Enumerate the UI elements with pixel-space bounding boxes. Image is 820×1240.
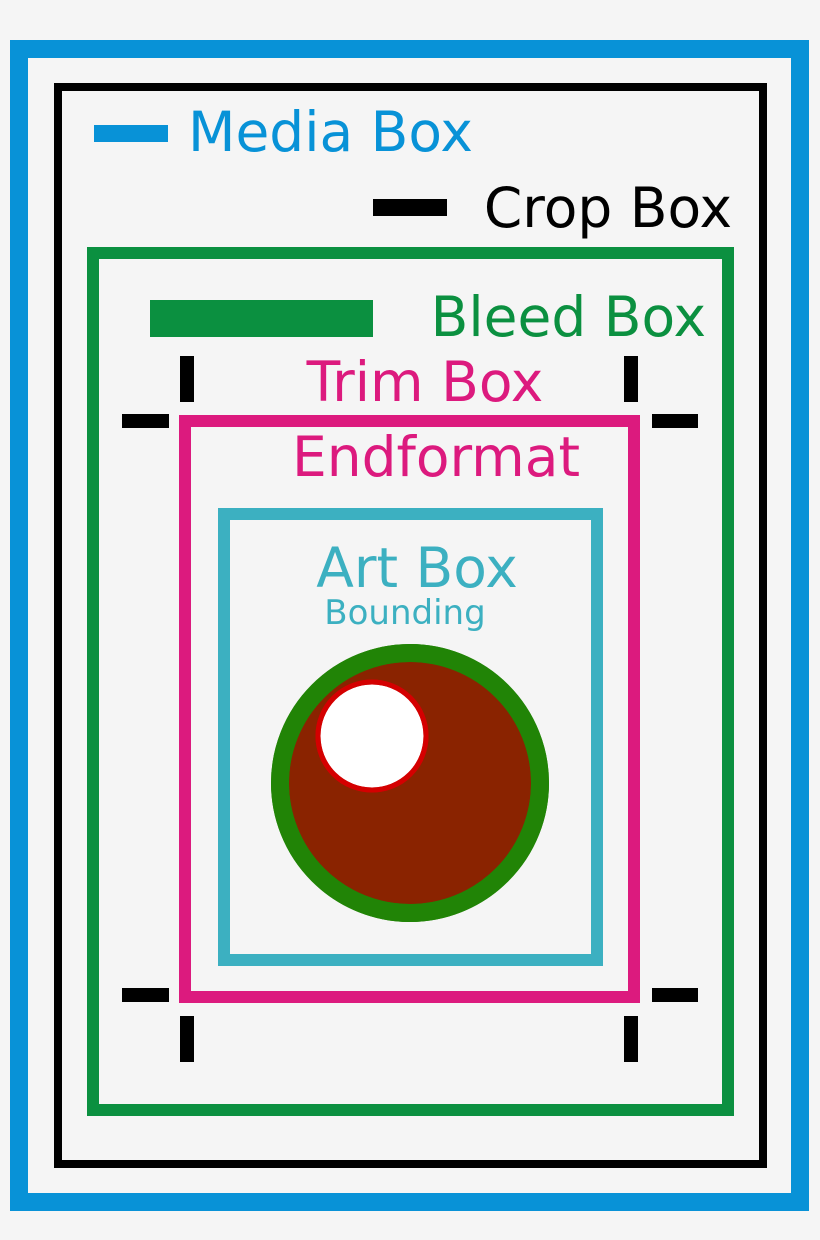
bleed-box-label: Bleed Box [431,285,706,349]
crop-box-swatch [373,199,447,216]
trim-box-label: Trim Box [306,350,544,414]
crop-mark-bottom-left-vertical [180,1016,194,1062]
media-box-label: Media Box [188,100,473,164]
art-box-sublabel: Bounding [324,593,485,633]
art-box-label: Art Box [316,536,518,600]
artwork-highlight-outline [315,679,429,793]
bleed-box-swatch [150,300,373,337]
art-box-frame [218,508,603,966]
crop-marks [122,356,698,1062]
trim-box-frame [179,415,640,1003]
crop-mark-top-right-vertical [624,356,638,402]
trim-box-sublabel: Endformat [292,425,580,489]
media-box-swatch [94,125,168,142]
crop-mark-top-right-horizontal [652,414,698,428]
crop-box-label: Crop Box [484,176,732,240]
crop-mark-bottom-right-horizontal [652,988,698,1002]
crop-box-frame [54,83,767,1168]
crop-mark-top-left-horizontal [122,414,169,428]
artwork-circle-outline [271,644,549,922]
media-box-frame [10,40,809,1211]
crop-mark-bottom-right-vertical [624,1016,638,1062]
bleed-box-frame [87,247,734,1116]
crop-mark-bottom-left-horizontal [122,988,169,1002]
crop-mark-top-left-vertical [180,356,194,402]
